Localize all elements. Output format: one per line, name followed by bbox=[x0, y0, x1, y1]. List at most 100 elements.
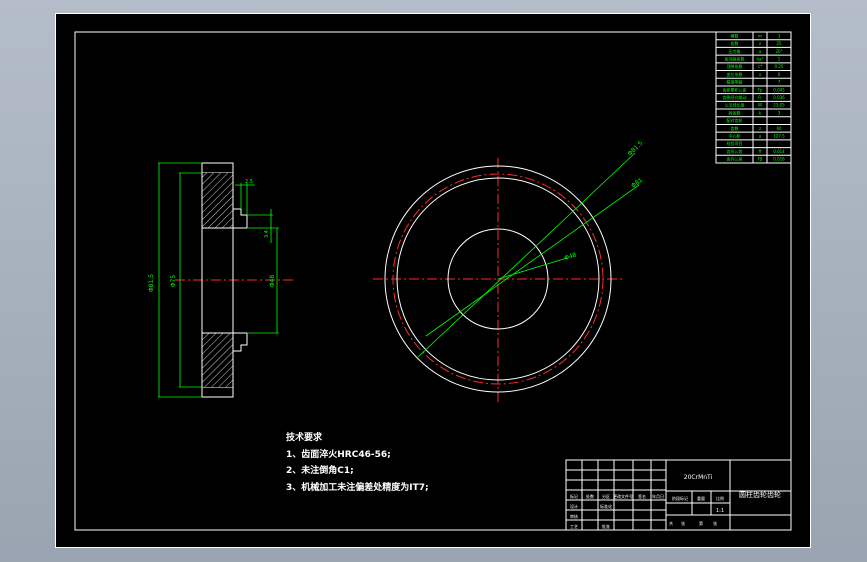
param-cell: Fr bbox=[758, 95, 762, 100]
param-cell: 齿形公差 bbox=[727, 148, 743, 154]
radius-label-3: Φ48 bbox=[564, 252, 578, 262]
param-cell: ff bbox=[759, 149, 762, 154]
revision-header: 标记 bbox=[570, 493, 578, 499]
tech-item: 1、齿面淬火HRC46-56; bbox=[286, 448, 391, 460]
upper-hub-step bbox=[233, 208, 248, 228]
param-cell: 7 bbox=[778, 80, 781, 85]
param-cell: 检验项目 bbox=[727, 140, 743, 146]
param-cell: x bbox=[759, 72, 762, 77]
root-circle bbox=[396, 177, 600, 381]
title-block-label: 审核 bbox=[570, 513, 578, 519]
param-cell: 变位系数 bbox=[727, 71, 743, 77]
part-name-label: 圆柱齿轮齿轮 bbox=[739, 490, 781, 499]
lower-hub-step bbox=[233, 333, 248, 352]
param-cell: Fβ bbox=[758, 157, 763, 162]
title-block-label: 共 bbox=[669, 520, 673, 526]
param-cell: ha* bbox=[757, 56, 764, 61]
param-cell: 25 bbox=[776, 41, 782, 46]
param-cell: α bbox=[759, 49, 762, 54]
param-cell: 0.016 bbox=[773, 157, 785, 162]
revision-header: 签名 bbox=[638, 493, 646, 499]
revision-header: 处数 bbox=[586, 493, 594, 499]
outer-diameter-label: Φ81.5 bbox=[148, 274, 155, 292]
param-cell: 模数 bbox=[731, 32, 739, 38]
radius-label-1: Φ81.5 bbox=[627, 140, 645, 158]
bore-label: Φ48 bbox=[269, 275, 276, 288]
param-cell: z bbox=[759, 126, 761, 131]
cad-drawing: Φ81.5 Φ75 Φ48 2.5 3.4 Φ81.5 Φ81 Φ48 技术要求… bbox=[55, 13, 811, 548]
small-dim-1-label: 2.5 bbox=[245, 179, 253, 185]
title-block-label: 第 bbox=[699, 520, 703, 526]
upper-section-hatch bbox=[202, 173, 233, 228]
radius-leader-2 bbox=[425, 184, 640, 337]
param-cell: 23.05 bbox=[773, 103, 785, 108]
material-label: 20CrMnTi bbox=[684, 474, 713, 481]
inner-frame bbox=[74, 31, 792, 531]
bore-circle bbox=[447, 228, 549, 330]
param-cell: 公法线长度 bbox=[725, 102, 745, 108]
param-cell: 中心距 bbox=[729, 133, 741, 139]
title-block-label: 比例 bbox=[716, 495, 724, 501]
param-cell: z bbox=[759, 41, 761, 46]
param-cell: 齿圈径向跳动 bbox=[723, 94, 747, 100]
param-cell: 顶隙系数 bbox=[727, 63, 743, 69]
param-cell: 60 bbox=[776, 126, 782, 131]
scale-value: 1:1 bbox=[716, 508, 724, 514]
param-cell: 127.5 bbox=[773, 134, 785, 139]
param-cell: 齿距累积公差 bbox=[723, 86, 747, 92]
param-cell: 齿顶高系数 bbox=[725, 55, 745, 61]
title-block-label: 阶段标记 bbox=[672, 495, 688, 501]
tech-item: 2、未注倒角C1; bbox=[286, 464, 354, 476]
param-cell: c* bbox=[758, 64, 762, 69]
inner-diameter-label: Φ75 bbox=[170, 275, 177, 288]
parameter-table: 模数 m 3 齿数 z 25 压力角 α 20° 齿顶高系数 ha* 1 顶隙系数 c* 0.25 变位系数 x… bbox=[715, 31, 792, 164]
param-cell: 0.014 bbox=[773, 149, 785, 154]
title-block-label: 张 bbox=[681, 520, 685, 526]
param-cell: m bbox=[758, 33, 762, 38]
param-cell: Fp bbox=[758, 87, 763, 92]
param-cell: 3 bbox=[778, 110, 781, 115]
revision-header: 年月日 bbox=[652, 493, 664, 499]
outer-frame bbox=[55, 13, 811, 548]
param-cell: 0.036 bbox=[773, 95, 785, 100]
tech-requirements: 技术要求 1、齿面淬火HRC46-56; 2、未注倒角C1; 3、机械加工未注偏… bbox=[286, 431, 429, 493]
param-cell: 20° bbox=[775, 49, 782, 54]
gear-body-outline bbox=[201, 162, 234, 398]
title-block: 标记处数分区更改文件号签名年月日设计标准化阶段标记重量比例审核工艺批准共张第张 … bbox=[565, 459, 792, 531]
param-cell: 3 bbox=[778, 33, 781, 38]
title-block-label: 工艺 bbox=[570, 524, 578, 529]
title-block-label: 设计 bbox=[570, 503, 578, 509]
radius-leader-1 bbox=[416, 152, 636, 359]
param-cell: 齿数 bbox=[731, 40, 739, 46]
title-block-label: 重量 bbox=[697, 495, 705, 501]
param-cell: 压力角 bbox=[729, 48, 741, 54]
title-block-label: 张 bbox=[713, 520, 717, 526]
param-cell: 跨齿数 bbox=[729, 109, 741, 115]
param-cell: 0.045 bbox=[773, 87, 785, 92]
param-cell: 齿数 bbox=[731, 125, 739, 131]
tech-item: 3、机械加工未注偏差处精度为IT7; bbox=[286, 481, 429, 493]
small-dim-2-label: 3.4 bbox=[264, 230, 270, 238]
front-view: Φ81.5 Φ81 Φ48 bbox=[373, 140, 645, 405]
title-block-label: 标准化 bbox=[600, 503, 612, 509]
param-cell: 0.25 bbox=[775, 64, 784, 69]
param-cell: a bbox=[759, 134, 762, 139]
pitch-circle bbox=[392, 173, 604, 385]
outer-circle bbox=[384, 165, 612, 393]
drawing-canvas: Φ81.5 Φ75 Φ48 2.5 3.4 Φ81.5 Φ81 Φ48 技术要求… bbox=[55, 13, 811, 548]
param-cell: 0 bbox=[778, 72, 781, 77]
radius-leader-3 bbox=[497, 257, 568, 280]
param-cell: 齿向公差 bbox=[727, 156, 743, 162]
param-cell: k bbox=[759, 110, 762, 115]
revision-header: 分区 bbox=[602, 493, 610, 499]
param-cell: 配对齿轮 bbox=[727, 117, 743, 123]
revision-header: 更改文件号 bbox=[613, 493, 633, 499]
side-view: Φ81.5 Φ75 Φ48 2.5 3.4 bbox=[148, 162, 295, 398]
radius-label-2: Φ81 bbox=[630, 177, 644, 190]
lower-section-hatch bbox=[202, 333, 233, 387]
param-cell: 精度等级 bbox=[727, 79, 743, 85]
param-cell: W bbox=[758, 103, 762, 108]
tech-title: 技术要求 bbox=[286, 431, 323, 443]
title-block-label: 批准 bbox=[602, 523, 610, 529]
param-cell: 1 bbox=[778, 56, 781, 61]
